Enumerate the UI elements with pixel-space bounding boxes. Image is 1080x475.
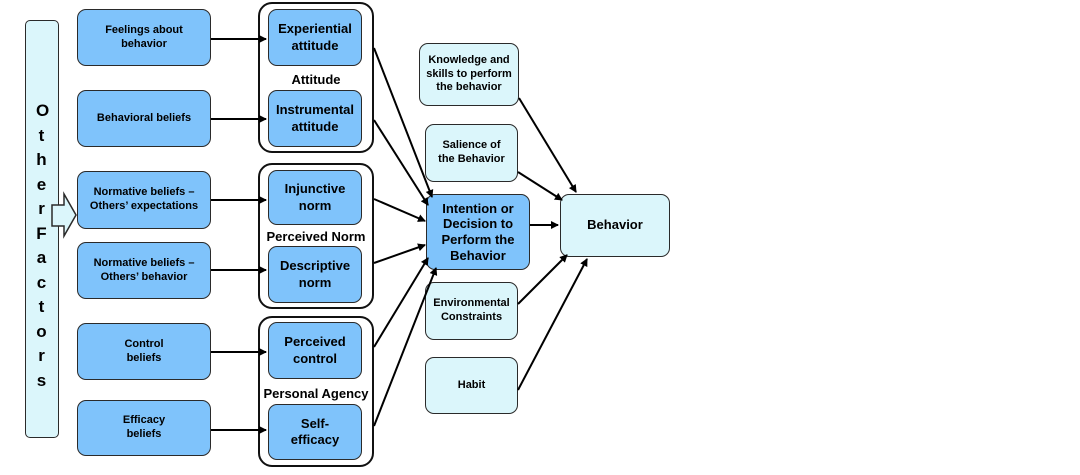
personal-agency-label: Personal Agency <box>263 386 369 401</box>
normative-expectations-box: Normative beliefs – Others’ expectations <box>77 171 211 229</box>
arrow-salience-to-behavior <box>517 171 563 201</box>
experiential-attitude-box: Experiential attitude <box>268 9 362 66</box>
descriptive-norm-box: Descriptive norm <box>268 246 362 303</box>
arrow-perceived-control-to-intention <box>373 257 429 348</box>
arrow-attitude-bottom-to-intention <box>373 119 429 206</box>
feelings-about-behavior-box: Feelings about behavior <box>77 9 211 66</box>
injunctive-norm-box: Injunctive norm <box>268 170 362 225</box>
attitude-label: Attitude <box>291 72 341 87</box>
arrow-injunctive-to-intention <box>373 198 426 222</box>
arrow-environmental-to-behavior <box>517 254 568 305</box>
environmental-constraints-box: Environmental Constraints <box>425 282 518 340</box>
other-factors-box: Other Factors <box>25 20 59 438</box>
other-factors-label: Other Factors <box>36 101 51 390</box>
efficacy-beliefs-box: Efficacy beliefs <box>77 400 211 456</box>
control-beliefs-box: Control beliefs <box>77 323 211 380</box>
instrumental-attitude-box: Instrumental attitude <box>268 90 362 147</box>
other-factors-block-arrow <box>51 191 77 239</box>
perceived-norm-label: Perceived Norm <box>266 229 366 244</box>
arrow-knowledge-to-behavior <box>518 97 577 193</box>
salience-box: Salience of the Behavior <box>425 124 518 182</box>
habit-box: Habit <box>425 357 518 414</box>
behavioral-beliefs-box: Behavioral beliefs <box>77 90 211 147</box>
arrow-self-efficacy-to-intention <box>373 267 438 427</box>
self-efficacy-box: Self-efficacy <box>268 404 362 460</box>
knowledge-skills-box: Knowledge and skills to perform the beha… <box>419 43 519 106</box>
behavior-box: Behavior <box>560 194 670 257</box>
normative-behavior-box: Normative beliefs – Others’ behavior <box>77 242 211 299</box>
arrow-descriptive-to-intention <box>373 243 426 264</box>
intention-box: Intention or Decision to Perform the Beh… <box>426 194 530 270</box>
perceived-control-box: Perceived control <box>268 322 362 379</box>
arrow-attitude-top-to-intention <box>373 47 434 198</box>
arrow-habit-to-behavior <box>517 258 588 391</box>
